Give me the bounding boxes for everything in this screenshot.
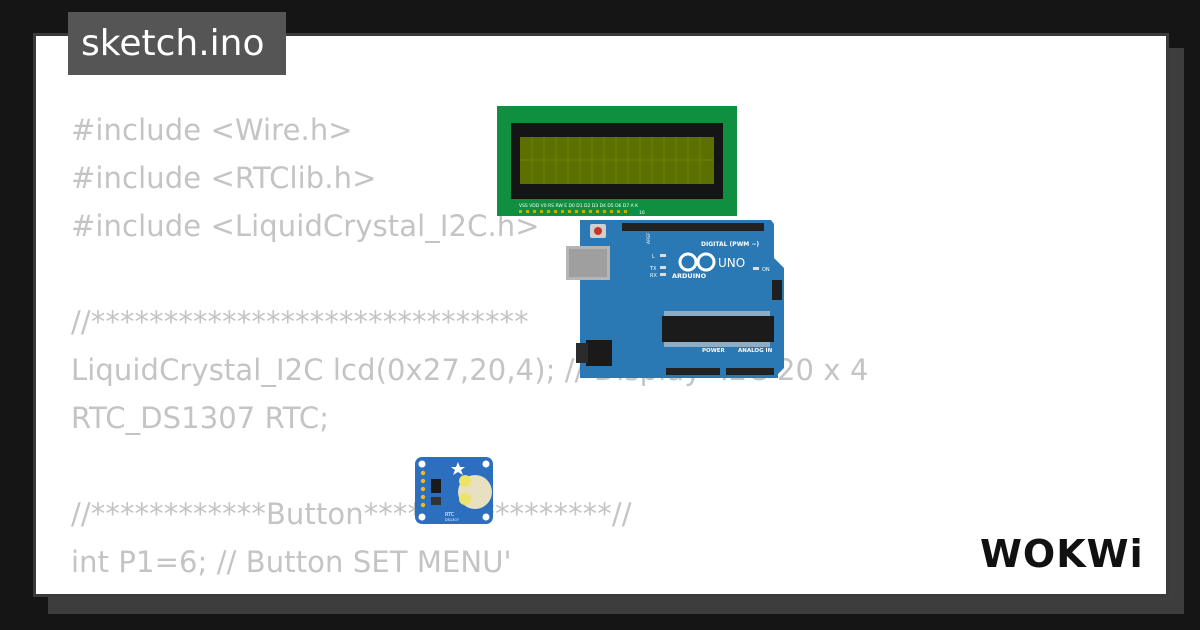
wokwi-logo: WOKWi: [980, 532, 1144, 575]
l-led: [660, 254, 666, 257]
lcd-display-part[interactable]: VSS VDD V0 RS RW E D0 D1 D2 D3 D4 D5 D6 …: [497, 106, 737, 216]
power-label: POWER: [702, 348, 726, 354]
rtc-crystal: [431, 497, 441, 505]
infinity-logo-left: [678, 252, 698, 272]
battery-contact: [459, 475, 471, 487]
rtc-label: RTC: [445, 512, 455, 518]
rtc-mount-hole: [418, 460, 426, 468]
code-line: //******************************: [71, 305, 529, 339]
power-jack: [586, 340, 612, 366]
code-line: int P2=7; // B: [71, 586, 869, 594]
lcd-pin-labels: VSS VDD V0 RS RW E D0 D1 D2 D3 D4 D5 D6 …: [519, 203, 639, 209]
uno-model-label: UNO: [718, 256, 745, 270]
infinity-logo-right: [696, 252, 716, 272]
rx-led: [660, 273, 666, 276]
power-jack-barrel: [576, 343, 588, 363]
atmega-chip: [662, 316, 774, 342]
digital-label: DIGITAL (PWM ~): [701, 241, 759, 248]
code-line: LiquidCrystal_I2C lcd(0x27,20,4); // Dis…: [71, 353, 869, 387]
tx-led: [660, 266, 666, 269]
aref-label: AREF: [646, 232, 652, 244]
lcd-char-grid: [520, 137, 714, 184]
code-line: //************Button*****************//: [71, 497, 632, 531]
chip-pins-top: [664, 311, 770, 316]
tx-led-label: TX: [649, 266, 657, 272]
chip-pins-bottom: [664, 342, 770, 347]
code-line: #include <LiquidCrystal_I2C.h>: [71, 209, 540, 243]
analog-header: [726, 368, 774, 375]
code-line: int P1=6; // Button SET MENU': [71, 545, 512, 579]
lcd-header-pins: [519, 210, 627, 213]
rtc-mount-hole: [482, 513, 490, 521]
wokwi-logo-text: WOKWi: [980, 532, 1144, 575]
analog-label: ANALOG IN: [738, 348, 773, 354]
icsp-header: [772, 280, 782, 300]
on-led: [753, 267, 759, 270]
arduino-uno-part[interactable]: DIGITAL (PWM ~) AREF UNO ARDUINO ON L TX…: [566, 218, 786, 378]
on-led-label: ON: [762, 267, 770, 273]
code-line: #include <RTClib.h>: [71, 161, 377, 195]
rtc-ds1307-part[interactable]: RTC DS1307: [415, 457, 493, 524]
rtc-pin-row: [420, 470, 426, 508]
arduino-brand-label: ARDUINO: [672, 272, 707, 280]
code-preview: #include <Wire.h> #include <RTClib.h> #inc…: [71, 106, 869, 594]
rx-led-label: RX: [650, 273, 657, 279]
code-line: #include <Wire.h>: [71, 113, 353, 147]
battery-contact: [459, 493, 471, 505]
rtc-chip: [431, 479, 441, 493]
rtc-chip-label: DS1307: [445, 518, 459, 522]
digital-header: [622, 223, 764, 231]
rtc-mount-hole: [482, 460, 490, 468]
usb-connector-inner: [569, 249, 607, 277]
power-header: [666, 368, 720, 375]
file-tab[interactable]: sketch.ino: [68, 12, 286, 75]
lcd-pin-count: 16: [639, 210, 645, 216]
rtc-mount-hole: [418, 513, 426, 521]
l-led-label: L: [652, 254, 655, 260]
reset-button-cap[interactable]: [594, 227, 602, 235]
adafruit-star-icon: [451, 462, 465, 475]
code-line: RTC_DS1307 RTC;: [71, 401, 330, 435]
